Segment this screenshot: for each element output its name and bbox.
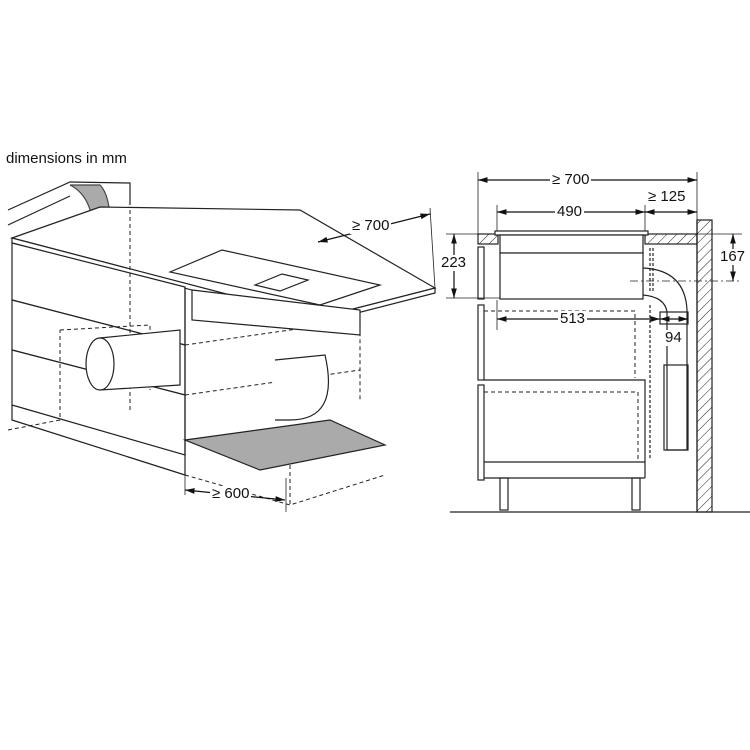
iso-width-dimension: ≥ 600	[210, 485, 252, 502]
iso-depth-dimension: ≥ 700	[350, 217, 392, 234]
duct-depth-dimension: 513	[558, 310, 588, 327]
rear-gap-dimension: ≥ 125	[646, 188, 688, 205]
unit-height-dimension: 223	[439, 254, 469, 271]
unit-width-dimension: 490	[555, 203, 585, 220]
section-view	[446, 172, 750, 513]
duct-width-dimension: 94	[663, 329, 684, 346]
diagram-title: dimensions in mm	[4, 150, 129, 167]
isometric-view	[7, 181, 437, 512]
section-depth-dimension: ≥ 700	[550, 171, 592, 188]
duct-center-height-dimension: 167	[718, 248, 748, 265]
